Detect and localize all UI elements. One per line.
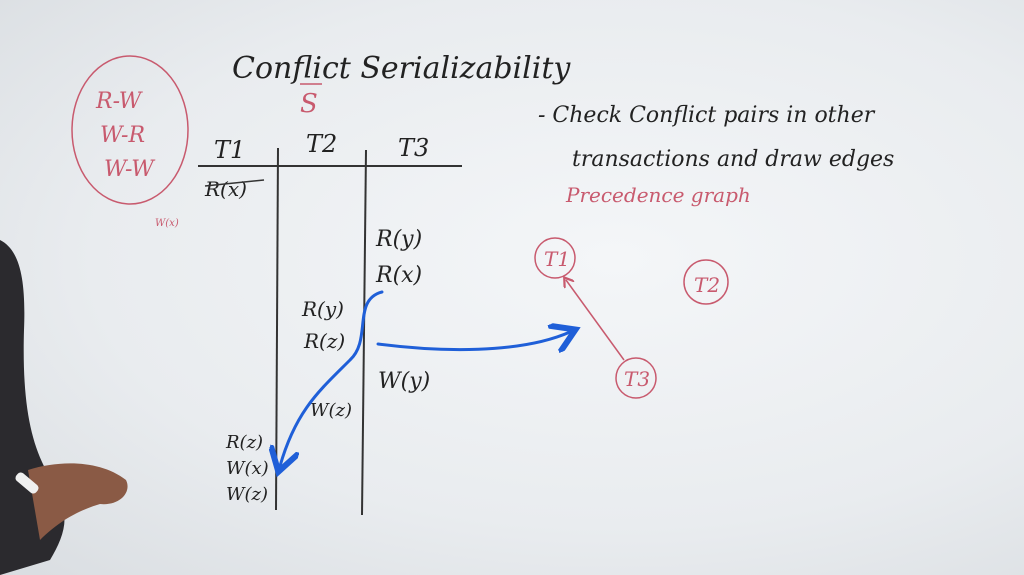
- t1-op-wz: W(z): [226, 484, 268, 505]
- board-title: Conflict Serializability: [232, 51, 571, 86]
- node-t2-label: T2: [694, 273, 720, 297]
- note-line-1: - Check Conflict pairs in other: [538, 103, 876, 128]
- t3-op-rx: R(x): [375, 263, 422, 288]
- t2-op-rz: R(z): [303, 329, 345, 353]
- node-t2-circle: [683, 259, 729, 305]
- conflict-type-ww: W-W: [104, 157, 156, 182]
- node-t1-circle: [534, 237, 576, 279]
- header-t1: T1: [214, 136, 245, 164]
- precedence-label: Precedence graph: [565, 183, 751, 207]
- conflict-type-wr: W-R: [100, 123, 145, 148]
- t1-op-rz: R(z): [225, 432, 263, 453]
- node-t1-label: T1: [544, 247, 570, 271]
- header-t3: T3: [398, 134, 429, 162]
- column-divider-1: [275, 147, 279, 511]
- conflict-arrow: [280, 290, 384, 466]
- small-note: W(x): [155, 218, 179, 229]
- conflict-type-rw: R-W: [95, 89, 144, 114]
- node-t3-label: T3: [624, 367, 650, 391]
- node-t3-circle: [615, 357, 657, 399]
- t1-op-wx: W(x): [226, 458, 269, 479]
- presenter-hand: [28, 463, 128, 540]
- marker-pen: [15, 472, 39, 494]
- t3-op-wy: W(y): [378, 369, 430, 394]
- t1-op-rx-strike: [204, 179, 265, 187]
- t3-op-ry: R(y): [375, 227, 422, 252]
- column-divider-2: [361, 149, 367, 516]
- transfer-arrow: [376, 332, 570, 350]
- schedule-symbol: S: [300, 89, 318, 119]
- note-line-2: transactions and draw edges: [572, 147, 894, 172]
- edge-t3-t1: [566, 280, 625, 361]
- t1-op-rx: R(x): [204, 177, 247, 201]
- t2-op-ry: R(y): [301, 297, 344, 321]
- header-t2: T2: [306, 130, 337, 158]
- t2-op-wz: W(z): [310, 400, 352, 421]
- conflict-types-circle: [71, 55, 189, 205]
